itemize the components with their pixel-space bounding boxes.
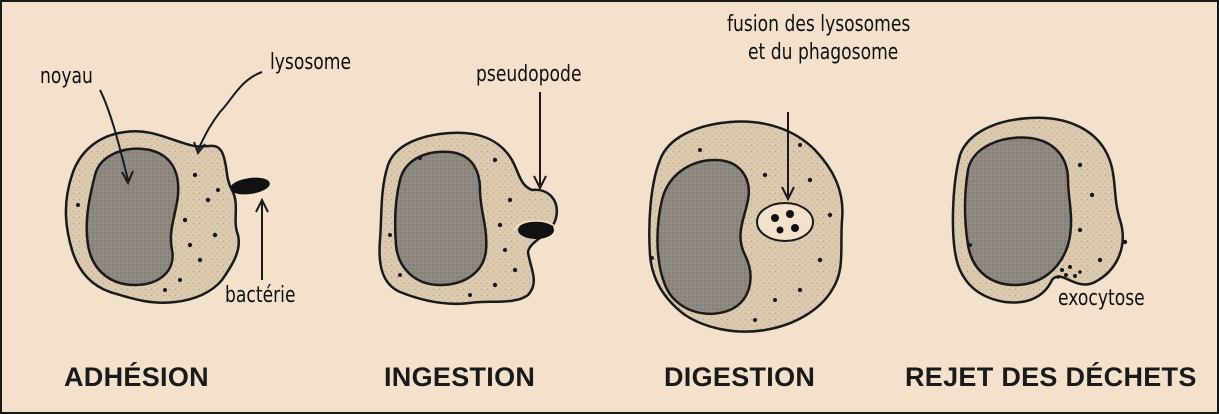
stage-digestion: DIGESTION [664,362,815,393]
phagolysosome [757,203,813,241]
stage-ingestion: INGESTION [384,362,535,393]
label-fusion-line2: et du phagosome [748,40,898,66]
label-lysosome: lysosome [270,50,351,76]
stage-adhesion: ADHÉSION [64,362,209,393]
cell-adhesion [66,72,271,303]
cell-ingestion [380,92,558,304]
label-exocytose: exocytose [1058,286,1145,312]
cell-digestion-nucleus [657,160,750,314]
label-pseudopode: pseudopode [476,62,582,88]
label-bacterie: bactérie [225,283,296,309]
cell-digestion [649,112,842,332]
label-noyau: noyau [40,64,93,90]
cell-ingestion-nucleus [395,152,486,285]
bacterium [229,175,271,196]
cell-adhesion-nucleus [87,149,179,285]
stage-rejet: REJET DES DÉCHETS [905,362,1197,393]
cell-rejet-nucleus [965,138,1071,285]
label-fusion-line1: fusion des lysosomes [727,12,910,38]
cell-rejet [953,118,1127,303]
